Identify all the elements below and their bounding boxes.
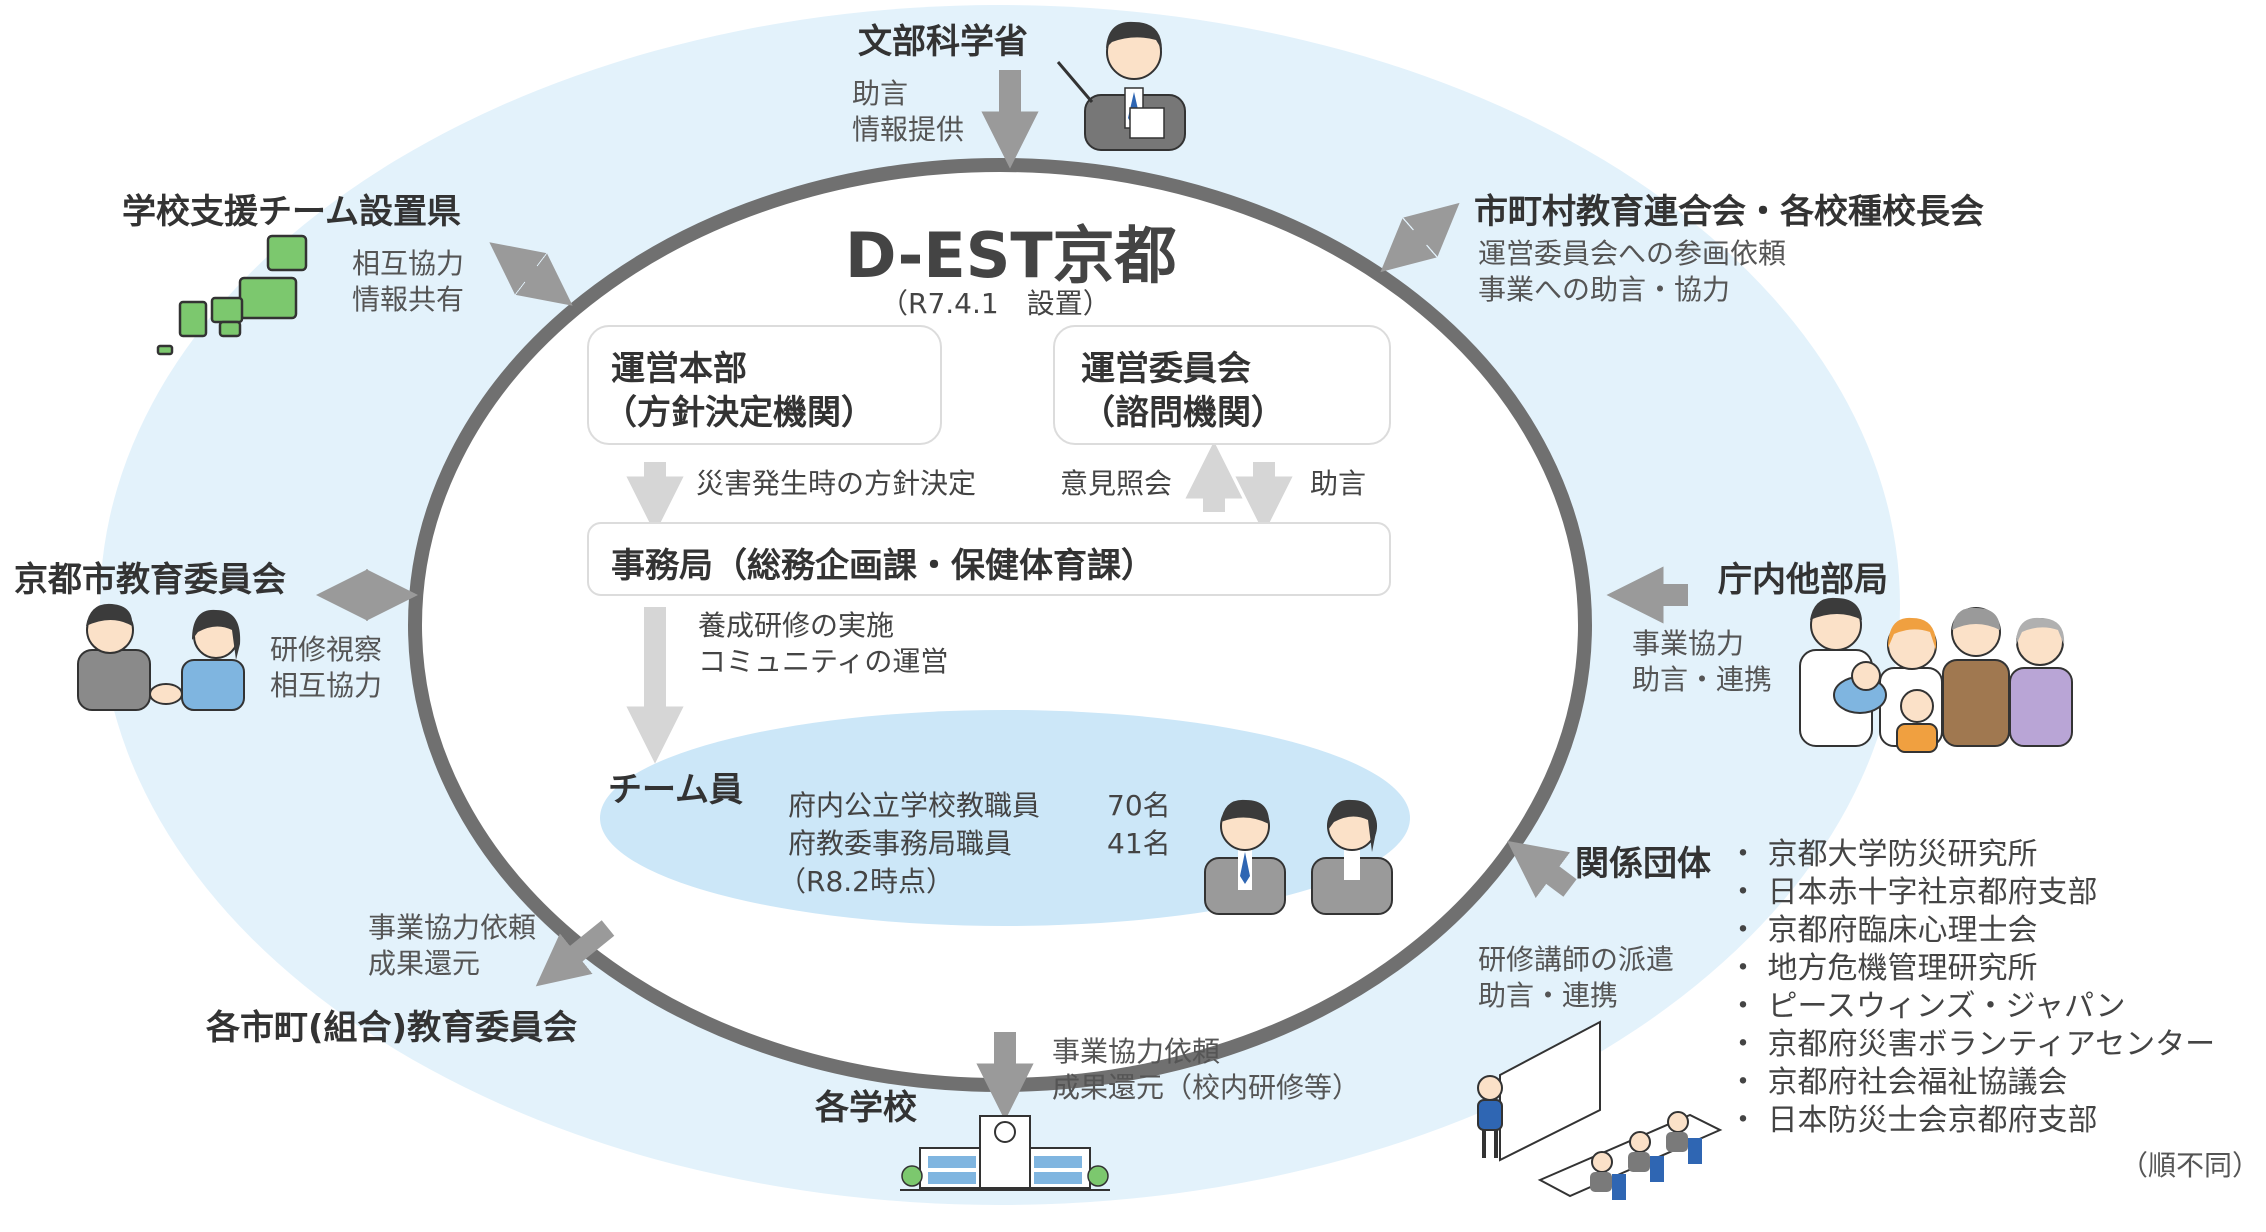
committee-sublabel: （諮問機関） xyxy=(1081,393,1285,433)
committee-label: 運営委員会 xyxy=(1081,349,1251,389)
municipal-line2: 成果還元 xyxy=(368,947,481,980)
flow-label-training: 養成研修の実施 xyxy=(698,609,895,642)
orgs-line2: 助言・連携 xyxy=(1478,979,1619,1012)
assoc-title: 市町村教育連合会・各校種校長会 xyxy=(1474,192,1984,232)
orgs-list-item: ・ 日本赤十字社京都府支部 xyxy=(1728,875,2098,910)
center-subtitle: （R7.4.1 設置） xyxy=(880,287,1111,320)
arrow-assoc xyxy=(1380,202,1460,273)
office-box: 事務局（総務企画課・保健体育課） xyxy=(587,522,1391,596)
orgs-list-item: ・ 京都府社会福祉協議会 xyxy=(1728,1065,2068,1100)
kyoto-city-line2: 相互協力 xyxy=(270,669,383,702)
orgs-list-item: ・ 地方危機管理研究所 xyxy=(1728,951,2038,986)
depts-title: 庁内他部局 xyxy=(1718,560,1888,600)
support-pref-line1: 相互協力 xyxy=(352,247,465,280)
arrow-support-pref xyxy=(489,242,573,306)
schools-line1: 事業協力依頼 xyxy=(1052,1035,1221,1068)
support-pref-title: 学校支援チーム設置県 xyxy=(122,192,461,232)
flow-label-advice: 助言 xyxy=(1310,467,1367,500)
municipal-line1: 事業協力依頼 xyxy=(368,911,537,944)
assoc-line2: 事業への助言・協力 xyxy=(1478,273,1731,306)
flow-label-community: コミュニティの運営 xyxy=(698,645,949,678)
orgs-list-item: ・ 京都大学防災研究所 xyxy=(1728,837,2038,872)
hq-label: 運営本部 xyxy=(611,349,747,389)
center-title: D-EST京都 xyxy=(845,219,1177,292)
team-row1-name: 府内公立学校教職員 xyxy=(788,789,1041,822)
mext-info: 情報提供 xyxy=(852,113,965,146)
schools-line2: 成果還元（校内研修等） xyxy=(1052,1071,1361,1104)
arrow-orgs xyxy=(1507,840,1577,899)
team-members-icon xyxy=(1204,799,1393,915)
mext-title: 文部科学省 xyxy=(858,22,1028,62)
orgs-list-item: ・ 日本防災士会京都府支部 xyxy=(1728,1103,2098,1138)
depts-line1: 事業協力 xyxy=(1632,627,1745,660)
team-date-note: （R8.2時点） xyxy=(778,865,954,898)
school-building-icon xyxy=(900,1115,1110,1191)
orgs-list-item: ・ 京都府災害ボランティアセンター xyxy=(1728,1027,2216,1062)
team-label: チーム員 xyxy=(608,770,743,810)
handshake-icon xyxy=(77,603,245,711)
committee-box: 運営委員会 （諮問機関） xyxy=(1053,325,1391,445)
hq-box: 運営本部 （方針決定機関） xyxy=(587,325,942,445)
municipal-title: 各市町(組合)教育委員会 xyxy=(206,1008,578,1048)
orgs-line1: 研修講師の派遣 xyxy=(1478,943,1675,976)
team-row1-count: 70名 xyxy=(1107,789,1171,822)
hq-sublabel: （方針決定機関） xyxy=(603,393,875,433)
orgs-list: ・ 京都大学防災研究所 ・ 日本赤十字社京都府支部 ・ 京都府臨床心理士会 ・ … xyxy=(1728,836,2215,1140)
teacher-icon xyxy=(1056,21,1186,151)
office-label: 事務局（総務企画課・保健体育課） xyxy=(611,546,1155,586)
team-row2-name: 府教委事務局職員 xyxy=(788,827,1013,860)
arrow-municipal xyxy=(535,920,615,987)
flow-label-hq: 災害発生時の方針決定 xyxy=(696,467,977,500)
orgs-footnote: （順不同） xyxy=(2120,1149,2261,1182)
mext-advice: 助言 xyxy=(852,77,909,110)
orgs-list-item: ・ 京都府臨床心理士会 xyxy=(1728,913,2038,948)
team-row2-count: 41名 xyxy=(1107,827,1171,860)
depts-line2: 助言・連携 xyxy=(1632,663,1773,696)
lecture-icon xyxy=(1477,1020,1723,1200)
assoc-line1: 運営委員会への参画依頼 xyxy=(1478,237,1787,270)
orgs-title: 関係団体 xyxy=(1575,844,1711,884)
support-pref-line2: 情報共有 xyxy=(352,283,465,316)
orgs-list-item: ・ ピースウィンズ・ジャパン xyxy=(1728,989,2126,1024)
schools-title: 各学校 xyxy=(815,1088,917,1128)
japan-map-icon xyxy=(156,234,308,356)
flow-label-consult: 意見照会 xyxy=(1060,467,1173,500)
kyoto-city-title: 京都市教育委員会 xyxy=(14,560,286,600)
kyoto-city-line1: 研修視察 xyxy=(270,633,383,666)
family-icon xyxy=(1799,597,2073,753)
